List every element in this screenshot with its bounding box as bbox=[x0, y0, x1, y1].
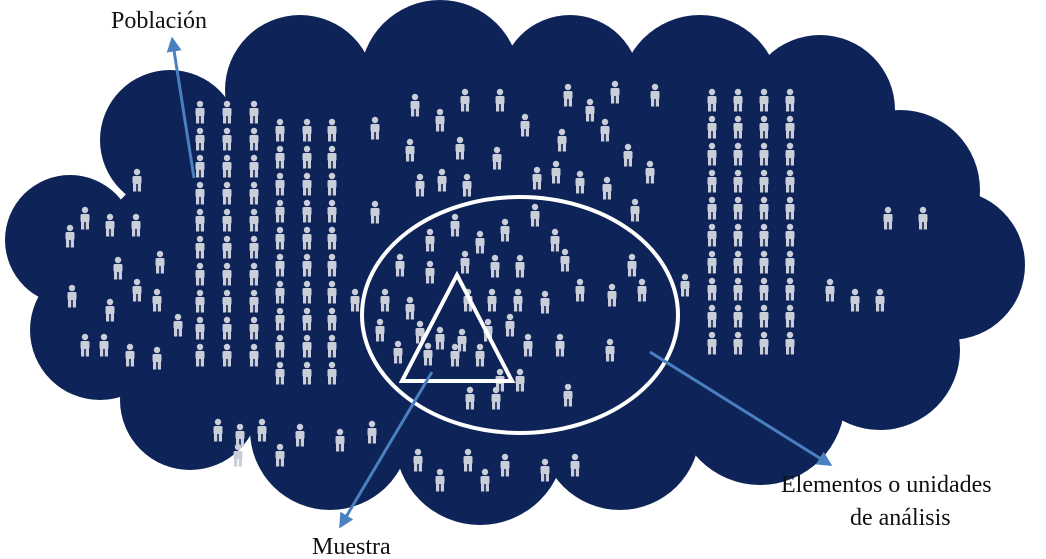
elements-label-line1: Elementos o unidades bbox=[781, 472, 992, 498]
population-label: Población bbox=[111, 8, 207, 34]
elements-arrow bbox=[649, 350, 833, 466]
elements-label-line2: de análisis bbox=[850, 505, 951, 531]
person-icon bbox=[233, 443, 243, 467]
sample-triangle bbox=[398, 270, 516, 383]
population-arrow bbox=[166, 36, 196, 179]
sample-arrow bbox=[339, 371, 434, 529]
sample-label: Muestra bbox=[312, 534, 391, 559]
elements-ellipse bbox=[360, 195, 680, 435]
